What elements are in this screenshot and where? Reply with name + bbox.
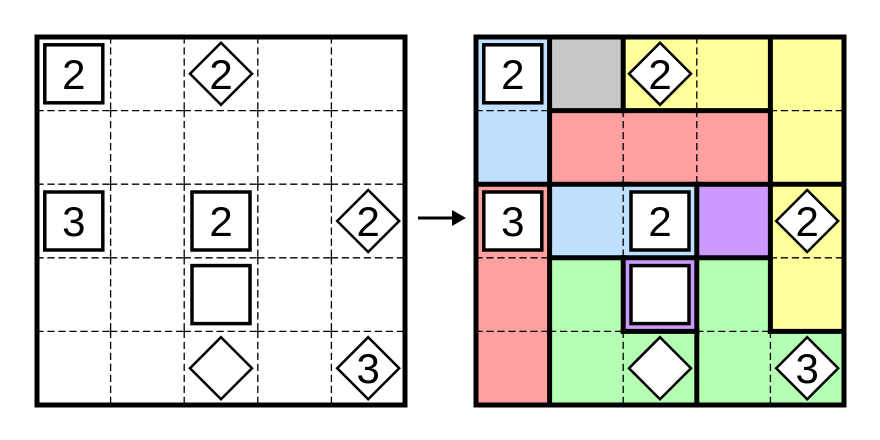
- clue-number: 2: [209, 51, 232, 98]
- solved-grid: 2 2 3 2 2 3: [473, 34, 847, 408]
- grid-cell: [37, 110, 111, 185]
- clue-number: 2: [501, 51, 524, 98]
- diamond-icon: [627, 335, 693, 401]
- diamond-icon: [188, 41, 254, 107]
- square-icon: [629, 190, 691, 252]
- clue-number: 2: [62, 51, 85, 98]
- grid-cell: [770, 257, 844, 332]
- square-icon: [482, 43, 544, 105]
- right-arrow-icon: [418, 210, 466, 226]
- grid-cell: [257, 110, 332, 185]
- diamond-clue: 3: [335, 335, 401, 401]
- clue-number: 3: [796, 345, 819, 392]
- diamond-clue: 2: [774, 188, 840, 254]
- grid-cell: [623, 110, 697, 185]
- grid-cell: [770, 37, 844, 111]
- square-icon: [43, 43, 105, 105]
- square-icon: [190, 190, 252, 252]
- grid-cell: [696, 184, 771, 258]
- grid-cell: [110, 37, 185, 111]
- grid-cell: [476, 257, 550, 332]
- square-icon: [629, 263, 691, 326]
- unsolved-grid: 2 2 3 2 2 3: [34, 34, 408, 408]
- grid-cell: [476, 331, 550, 405]
- grid-cell: [110, 257, 185, 332]
- grid-border: [34, 34, 408, 408]
- square-clue: [190, 263, 252, 326]
- grid-cell: [257, 37, 332, 111]
- clue-number: 3: [357, 345, 380, 392]
- clue-number: 3: [62, 198, 85, 245]
- diamond-clue: 2: [627, 41, 693, 107]
- grid-cell: [331, 257, 405, 332]
- clue-number: 2: [648, 51, 671, 98]
- diamond-icon: [627, 41, 693, 107]
- square-icon: [43, 190, 105, 252]
- grid-cell: [549, 37, 624, 111]
- grid-cell: [696, 331, 771, 405]
- grid-cell: [110, 331, 185, 405]
- square-clue: 3: [43, 190, 105, 252]
- grid-cell: [110, 184, 185, 258]
- grid-cell: [549, 110, 624, 185]
- grid-border: [473, 34, 847, 408]
- grid-cell: [257, 184, 332, 258]
- grid-cell: [257, 257, 332, 332]
- clue-number: 2: [209, 198, 232, 245]
- diamond-icon: [188, 335, 254, 401]
- diamond-icon: [335, 188, 401, 254]
- diamond-clue: [188, 335, 254, 401]
- diamond-clue: [627, 335, 693, 401]
- grid-cell: [476, 110, 550, 185]
- grid-cell: [37, 257, 111, 332]
- grid-cell: [696, 110, 771, 185]
- grid-cell: [696, 257, 771, 332]
- grid-cell: [549, 331, 624, 405]
- square-clue: 2: [629, 190, 691, 252]
- diamond-icon: [335, 335, 401, 401]
- diamond-clue: 2: [188, 41, 254, 107]
- grid-cell: [184, 110, 258, 185]
- square-clue: 3: [482, 190, 544, 252]
- square-clue: [629, 263, 691, 326]
- square-icon: [482, 190, 544, 252]
- grid-cell: [331, 37, 405, 111]
- clue-number: 2: [357, 198, 380, 245]
- diamond-icon: [774, 335, 840, 401]
- diamond-icon: [774, 188, 840, 254]
- clue-number: 3: [501, 198, 524, 245]
- diamond-clue: 2: [335, 188, 401, 254]
- grid-cell: [257, 331, 332, 405]
- grid-cell: [37, 331, 111, 405]
- clue-number: 2: [796, 198, 819, 245]
- square-clue: 2: [482, 43, 544, 105]
- grid-cell: [331, 110, 405, 185]
- diamond-clue: 3: [774, 335, 840, 401]
- square-clue: 2: [43, 43, 105, 105]
- square-clue: 2: [190, 190, 252, 252]
- grid-cell: [110, 110, 185, 185]
- grid-cell: [549, 257, 624, 332]
- grid-cell: [770, 110, 844, 185]
- clue-number: 2: [648, 198, 671, 245]
- square-icon: [190, 263, 252, 326]
- grid-cell: [549, 184, 624, 258]
- grid-cell: [696, 37, 771, 111]
